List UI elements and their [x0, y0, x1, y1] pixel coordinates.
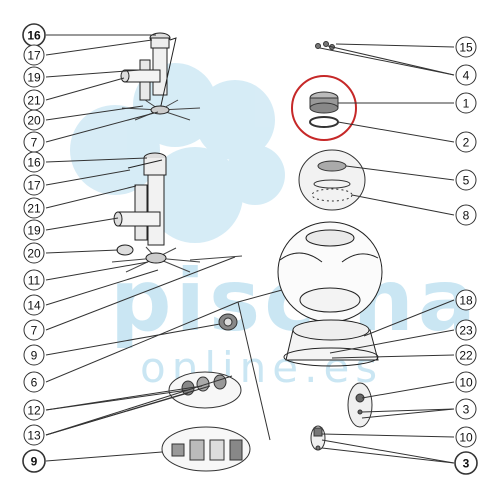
callout: 16	[23, 151, 45, 173]
callout-label: 7	[31, 324, 38, 338]
callout: 20	[23, 242, 45, 264]
callout: 3	[454, 451, 478, 475]
callout-label: 12	[27, 404, 41, 418]
callout: 12	[23, 399, 45, 421]
callout-label: 5	[463, 174, 470, 188]
callout: 16	[22, 23, 46, 47]
callout-label: 3	[463, 457, 470, 471]
callout: 18	[455, 289, 477, 311]
part-1-highlight	[291, 75, 357, 141]
callout: 17	[23, 174, 45, 196]
part-10-drain	[310, 425, 326, 451]
callout: 5	[455, 169, 477, 191]
callout-label: 14	[27, 299, 41, 313]
callout-label: 3	[463, 403, 470, 417]
watermark: piscina piscina online.es	[70, 63, 476, 392]
callout-label: 8	[463, 209, 470, 223]
callout: 20	[23, 109, 45, 131]
callout-label: 21	[27, 94, 41, 108]
callout: 19	[23, 66, 45, 88]
callout-label: 1	[463, 97, 470, 111]
callout: 17	[23, 44, 45, 66]
callout: 4	[455, 64, 477, 86]
callout-label: 15	[459, 41, 473, 55]
callout: 22	[455, 344, 477, 366]
callout: 19	[23, 219, 45, 241]
valve-assembly-middle	[111, 152, 243, 273]
callout: 7	[23, 319, 45, 341]
callout-label: 18	[459, 294, 473, 308]
filter-tank	[277, 221, 383, 323]
callout-label: 10	[459, 376, 473, 390]
callout: 9	[22, 449, 46, 473]
callout: 10	[455, 371, 477, 393]
callouts-left: 16 17 19 21 20 7 16 17 21 19 20 11 14 7 …	[22, 23, 46, 473]
callouts-right: 15 4 1 2 5 8 18 23 22 10 3 10 3	[454, 36, 478, 475]
callout: 9	[23, 344, 45, 366]
callout-label: 2	[463, 136, 470, 150]
callout-label: 9	[31, 455, 38, 469]
part-5-lid	[298, 149, 366, 211]
leader-lines	[45, 34, 455, 464]
callout-label: 9	[31, 349, 38, 363]
watermark-logo-swirl	[70, 63, 285, 243]
callout-label: 21	[27, 202, 41, 216]
callout-label: 20	[27, 114, 41, 128]
callout: 6	[23, 371, 45, 393]
callout-label: 19	[27, 71, 41, 85]
callout-label: 6	[31, 376, 38, 390]
callout-label: 19	[27, 224, 41, 238]
callout: 13	[23, 424, 45, 446]
callout: 7	[23, 131, 45, 153]
part-12-fittings	[168, 371, 242, 409]
callout: 21	[23, 89, 45, 111]
callout-label: 22	[459, 349, 473, 363]
callout: 2	[455, 131, 477, 153]
callout-label: 23	[459, 324, 473, 338]
callout-label: 11	[28, 274, 41, 288]
highlight-ring	[291, 75, 357, 141]
callout-label: 20	[27, 247, 41, 261]
callout: 15	[455, 36, 477, 58]
callout-label: 13	[27, 429, 41, 443]
part-9-ring	[218, 313, 238, 331]
callout: 1	[455, 92, 477, 114]
part-9-bottom-set	[161, 426, 251, 472]
part-10-gauge	[347, 382, 373, 428]
callout-label: 10	[459, 431, 473, 445]
part-15-screws	[315, 41, 335, 50]
callout: 10	[455, 426, 477, 448]
callout-label: 17	[27, 179, 41, 193]
callout-label: 7	[31, 136, 38, 150]
valve-assembly-top	[120, 32, 201, 121]
callout-label: 16	[27, 29, 41, 43]
filter-base	[283, 319, 379, 367]
callout-label: 16	[27, 156, 41, 170]
callout: 3	[455, 398, 477, 420]
callout: 14	[23, 294, 45, 316]
callout: 23	[455, 319, 477, 341]
callout: 8	[455, 204, 477, 226]
callout-label: 17	[27, 49, 41, 63]
callout: 11	[23, 269, 45, 291]
callout: 21	[23, 197, 45, 219]
callout-label: 4	[463, 69, 470, 83]
